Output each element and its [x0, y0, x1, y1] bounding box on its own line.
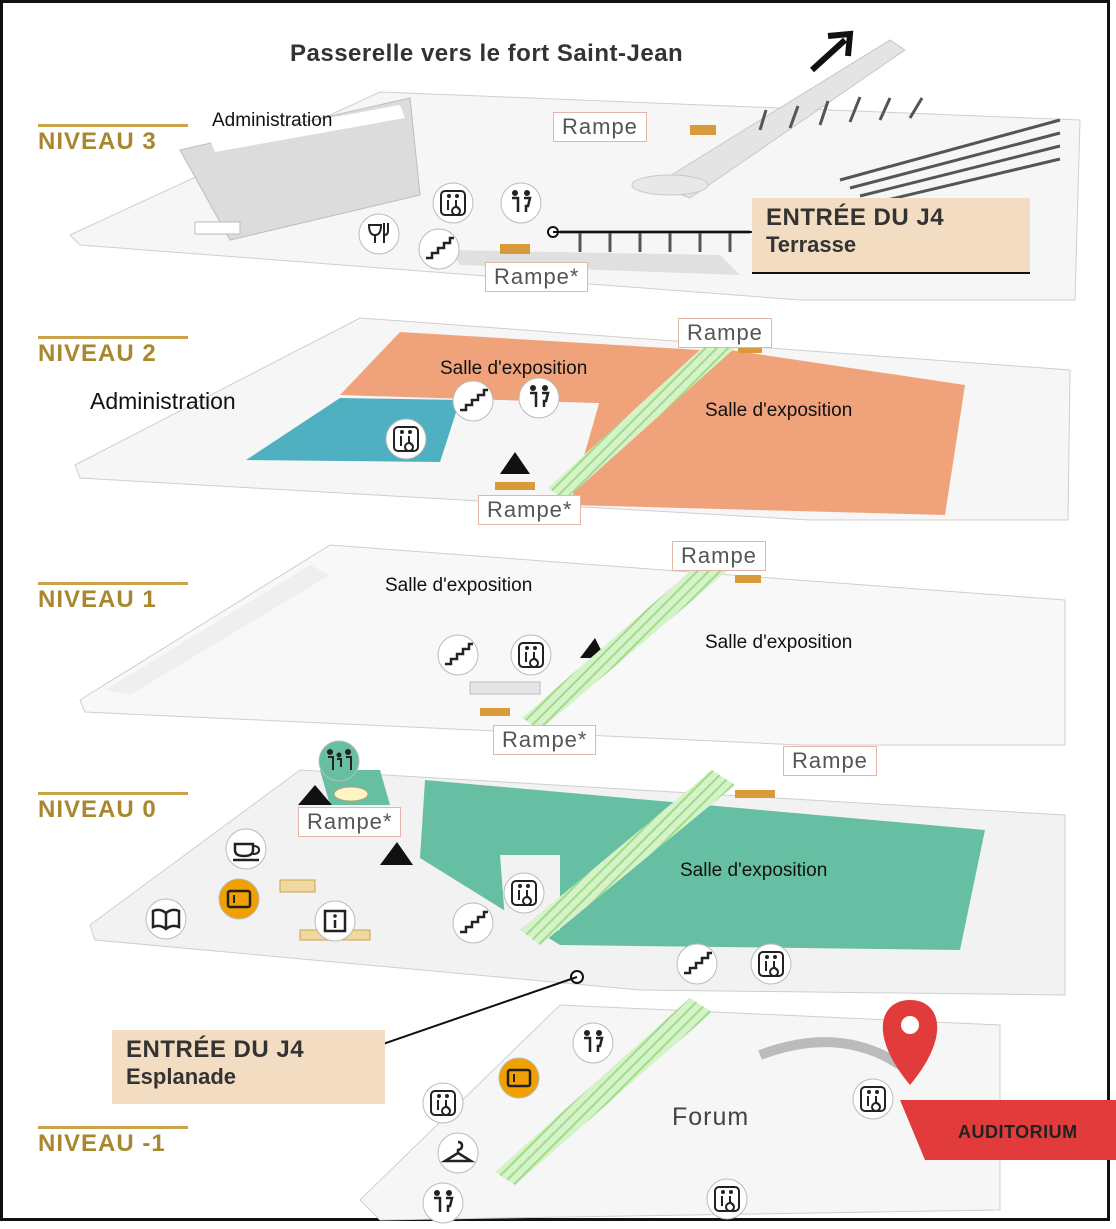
- ticket-icon: [218, 878, 260, 920]
- label-administration-n2: Administration: [90, 388, 236, 414]
- accessible-toilet-icon: [852, 1078, 894, 1120]
- passerelle-hatch: [495, 318, 755, 1185]
- stairs-icon: [437, 634, 479, 676]
- accessible-toilet-icon: [503, 872, 545, 914]
- label-auditorium: AUDITORIUM: [958, 1122, 1078, 1142]
- rampe-label-n1-bottom: Rampe*: [493, 725, 597, 755]
- ramp-mark: [500, 244, 530, 254]
- label-salle-n2-right: Salle d'exposition: [705, 400, 853, 421]
- toilet-icon: [422, 1182, 464, 1224]
- ramp-mark: [690, 125, 716, 135]
- restaurant-icon: [358, 213, 400, 255]
- entry-terrasse: ENTRÉE DU J4 Terrasse: [752, 198, 1030, 274]
- entry-esplanade-subtitle: Esplanade: [126, 1064, 237, 1089]
- accessible-toilet-icon: [422, 1082, 464, 1124]
- floor-level-3: [69, 39, 1081, 301]
- level-rule: [38, 582, 188, 585]
- rampe-label-n3-bottom: Rampe*: [485, 262, 589, 292]
- location-pin-icon: [882, 1000, 938, 1085]
- accessible-toilet-icon: [385, 418, 427, 460]
- book-icon: [145, 898, 187, 940]
- accessible-toilet-icon: [510, 634, 552, 676]
- rampe-label-n2-top: Rampe: [678, 318, 772, 348]
- rampe-label-n3-top: Rampe: [553, 112, 647, 142]
- level-rule: [38, 124, 188, 127]
- toilet-icon: [572, 1022, 614, 1064]
- triangle-marker: [500, 452, 530, 474]
- stairs-icon: [452, 902, 494, 944]
- accessible-toilet-icon: [706, 1178, 748, 1220]
- label-forum: Forum: [672, 1103, 750, 1131]
- map-title: Passerelle vers le fort Saint-Jean: [290, 40, 684, 67]
- label-salle-n2-left: Salle d'exposition: [440, 358, 588, 379]
- stairs-icon: [452, 380, 494, 422]
- triangle-marker: [380, 842, 413, 865]
- level-label-1: NIVEAU 1: [38, 586, 157, 613]
- level-rule: [38, 792, 188, 795]
- accessible-toilet-icon: [750, 943, 792, 985]
- entry-terrasse-subtitle: Terrasse: [766, 232, 857, 257]
- label-salle-n0: Salle d'exposition: [680, 860, 828, 881]
- level-rule: [38, 336, 188, 339]
- entry-esplanade-title: ENTRÉE DU J4: [126, 1036, 305, 1063]
- level-label-0: NIVEAU 0: [38, 796, 157, 823]
- label-salle-n1-right: Salle d'exposition: [705, 632, 853, 653]
- auditorium-banner: [900, 1100, 1116, 1160]
- stairs-icon: [418, 228, 460, 270]
- toilet-icon: [500, 182, 542, 224]
- entry-esplanade: ENTRÉE DU J4 Esplanade: [112, 1030, 385, 1104]
- info-icon: [314, 900, 356, 942]
- triangle-marker: [298, 785, 332, 805]
- family-toilet-icon: [318, 740, 360, 782]
- stairs-icon: [676, 943, 718, 985]
- arrow-icon: [809, 30, 854, 73]
- level-rule: [38, 1126, 188, 1129]
- cafe-icon: [225, 828, 267, 870]
- toilet-icon: [518, 377, 560, 419]
- rampe-label-n1-top: Rampe: [672, 541, 766, 571]
- rampe-label-n2-bottom: Rampe*: [478, 495, 582, 525]
- rampe-label-n0-right: Rampe: [783, 746, 877, 776]
- ticket-icon: [498, 1057, 540, 1099]
- label-administration-n3: Administration: [212, 110, 333, 131]
- accessible-toilet-icon: [432, 182, 474, 224]
- rampe-label-n0-left: Rampe*: [298, 807, 402, 837]
- level-label-2: NIVEAU 2: [38, 340, 157, 367]
- floor-level-1: [79, 544, 1066, 746]
- level-label-minus-1: NIVEAU -1: [38, 1130, 166, 1157]
- level-label-3: NIVEAU 3: [38, 128, 157, 155]
- cloakroom-icon: [437, 1132, 479, 1174]
- entry-terrasse-title: ENTRÉE DU J4: [766, 204, 945, 231]
- label-salle-n1-left: Salle d'exposition: [385, 575, 533, 596]
